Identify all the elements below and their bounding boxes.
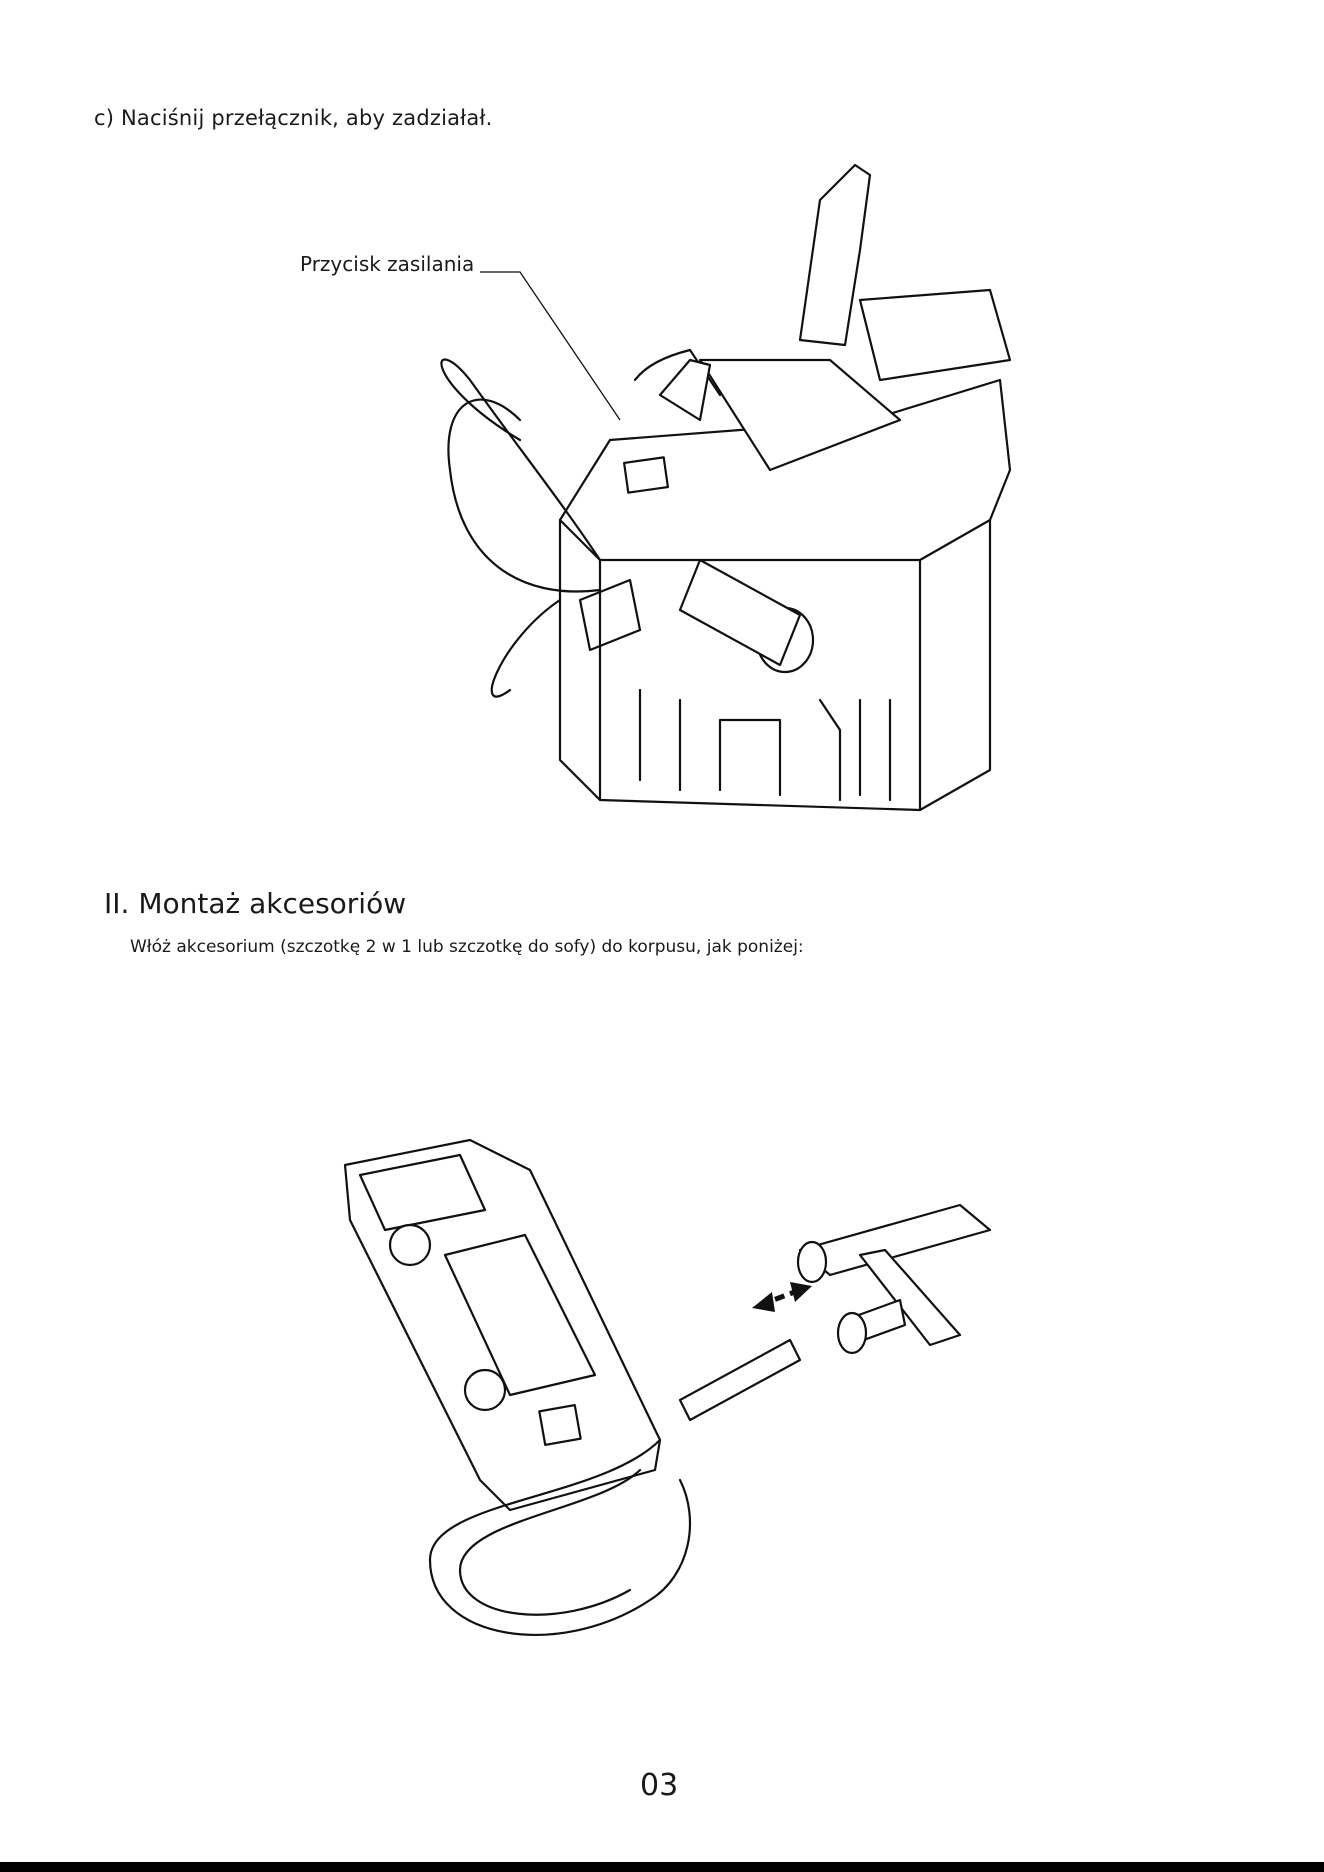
page-number: 03 [640,1768,678,1803]
bottom-rule [0,1862,1324,1872]
